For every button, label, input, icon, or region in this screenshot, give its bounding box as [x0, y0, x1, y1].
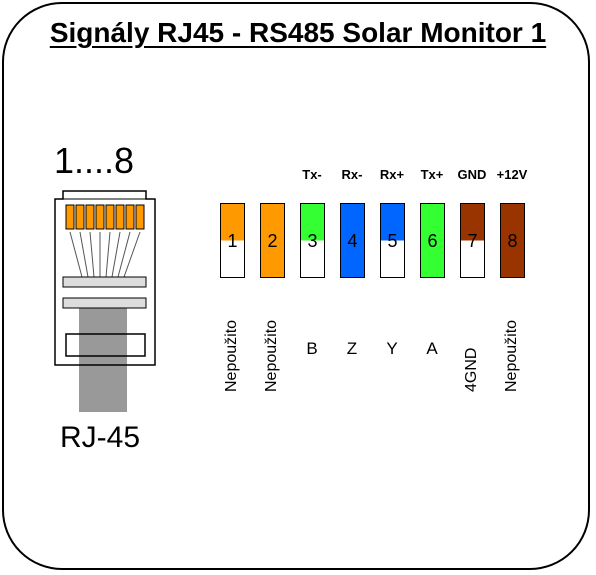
- diagram-frame: [2, 2, 590, 570]
- pin-number: 8: [507, 231, 518, 251]
- pin-number: 5: [387, 231, 398, 251]
- pin-signal-label: Rx-: [341, 167, 363, 182]
- pin-function-label: B: [306, 339, 318, 358]
- pin-signal-label: GND: [457, 167, 487, 182]
- pin-function-label: Nepoužito: [503, 319, 520, 392]
- pin-range-label: 1....8: [54, 140, 135, 181]
- pin-wire-color: 5: [380, 203, 405, 278]
- pin-function-label: Y: [386, 339, 398, 358]
- contact-blades: [65, 204, 145, 230]
- pin-wire-color: 3: [300, 203, 325, 278]
- pin-number: 3: [307, 231, 318, 251]
- pin-signal-label: Tx+: [420, 167, 444, 182]
- pin-signal-label: Tx-: [302, 167, 322, 182]
- pin-wire-color: 8: [500, 203, 525, 278]
- pin-function-label: Z: [346, 339, 358, 358]
- connector-name: RJ-45: [60, 421, 141, 454]
- pin-function-label: A: [426, 339, 438, 358]
- diagram-title: Signály RJ45 - RS485 Solar Monitor 1: [49, 17, 547, 48]
- connector-latch: [65, 333, 146, 357]
- pin-wire-color: 6: [420, 203, 445, 278]
- pin-number: 7: [467, 231, 478, 251]
- pin-signal-label: +12V: [496, 167, 528, 182]
- crimp-band-upper: [62, 276, 147, 288]
- pin-wire-color: 4: [340, 203, 365, 278]
- pin-number: 4: [347, 231, 358, 251]
- pin-wire-color: 2: [260, 203, 285, 278]
- pin-number: 6: [427, 231, 438, 251]
- pin-function-label: Nepoužito: [263, 319, 280, 392]
- pin-number: 1: [227, 231, 238, 251]
- pin-function-label: 4GND: [463, 347, 480, 392]
- pin-wire-color: 7: [460, 203, 485, 278]
- pin-signal-label: Rx+: [379, 167, 405, 182]
- pin-function-label: Nepoužito: [223, 319, 240, 392]
- pin-number: 2: [267, 231, 278, 251]
- connector-wires: [69, 231, 141, 278]
- crimp-band-lower: [62, 297, 147, 309]
- pin-wire-color: 1: [220, 203, 245, 278]
